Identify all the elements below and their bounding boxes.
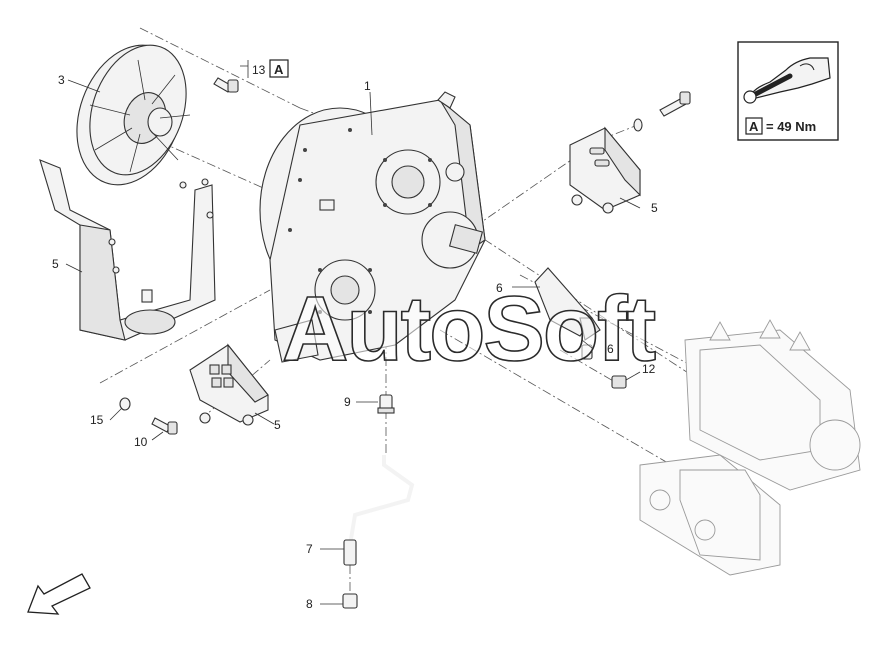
arrow-down-left-icon: [27, 573, 91, 615]
bolt-12: [611, 375, 627, 389]
leader-lines: [65, 79, 641, 605]
part-8-plug: [342, 593, 358, 609]
part-7-pipe: [343, 455, 415, 566]
bolt-13: [213, 77, 239, 93]
part-1-gearbox: [259, 91, 486, 363]
part-9-fitting: [377, 394, 395, 414]
callout-6-upper: 6: [496, 281, 503, 295]
callout-labels: 1 3 5 5 5 6 6 7 8 9 10 12 15: [52, 73, 658, 611]
callout-5-bottom: 5: [274, 418, 281, 432]
callout-1: 1: [364, 79, 371, 93]
watermark: AutoSoft: [282, 278, 656, 380]
part-5-upper-right-bracket: [569, 126, 641, 214]
callout-3: 3: [58, 73, 65, 87]
callout-9: 9: [344, 395, 351, 409]
ref-letter-a: A: [274, 62, 284, 77]
part-3-drive-disc: [76, 44, 191, 186]
washer-15: [119, 397, 131, 411]
hydraulic-valve-assembly: [639, 319, 861, 576]
torque-legend-value: = 49 Nm: [766, 119, 816, 134]
callout-13: 13: [252, 63, 266, 77]
callout-12: 12: [642, 362, 656, 376]
bolt-top-right: [633, 91, 691, 132]
callout-5-left: 5: [52, 257, 59, 271]
torque-legend: A = 49 Nm: [737, 41, 839, 141]
part-6-covers: [534, 267, 601, 360]
callout-15: 15: [90, 413, 104, 427]
callout-7: 7: [306, 542, 313, 556]
part-5-lower-bracket: [189, 343, 269, 426]
callout-10: 10: [134, 435, 148, 449]
bolt-10: [151, 417, 178, 435]
callout-5-right: 5: [651, 201, 658, 215]
wrench-hand-icon: [743, 57, 831, 104]
part-5-left-bracket: [39, 159, 216, 341]
callout-13-ref: 13 A: [240, 59, 289, 78]
callout-8: 8: [306, 597, 313, 611]
torque-legend-letter: A: [749, 119, 759, 134]
callout-6-lower: 6: [607, 342, 614, 356]
